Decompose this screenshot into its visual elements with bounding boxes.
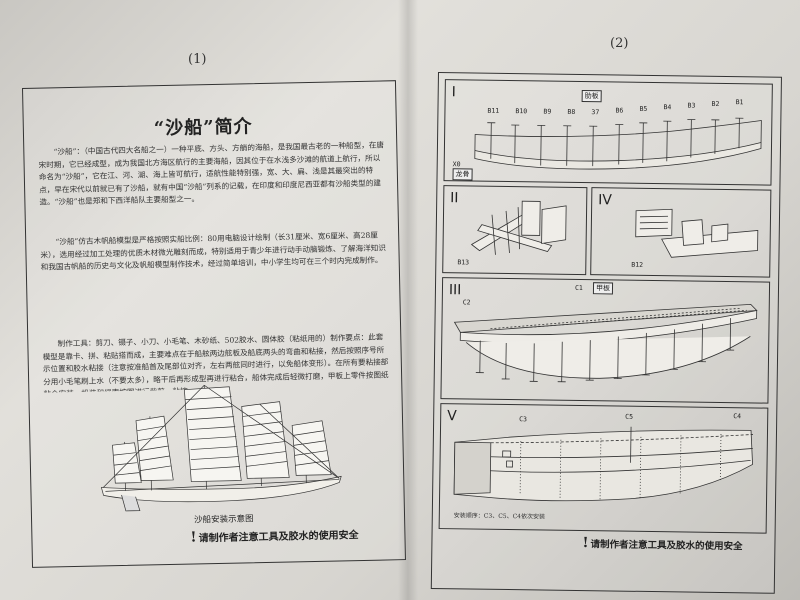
intro-paragraph-1: “沙船”：（中国古代四大名船之一）一种平底、方头、方艄的海船，是我国最古老的一种… <box>38 140 385 208</box>
junk-ship-illustration <box>100 384 342 512</box>
step-1-numeral: I <box>451 84 456 101</box>
keel-ribs-diagram <box>474 117 762 170</box>
left-safety-warning: !请制作者注意工具及胶水的使用安全 <box>190 526 359 546</box>
label-x0: X0 <box>452 160 461 169</box>
assembly-panel: I 肋板 B1 B2 B3 B4 B5 B6 37 B8 B9 B10 B11 … <box>430 72 782 594</box>
label-b4: B4 <box>663 103 672 112</box>
label-37: 37 <box>591 108 600 117</box>
label-b8: B8 <box>567 107 576 116</box>
step-5-box: V C3 C5 C4 安装顺序：C3、C5、C4依次安装 <box>438 403 769 534</box>
step-4-box: IV B12 <box>590 187 772 278</box>
step-2-diagram <box>470 200 567 255</box>
exclamation-icon-right: ! <box>582 535 589 552</box>
left-warning-text: 请制作者注意工具及胶水的使用安全 <box>198 530 359 545</box>
right-warning-text: 请制作者注意工具及胶水的使用安全 <box>590 539 743 553</box>
step-2-numeral: II <box>450 190 459 207</box>
label-c5: C5 <box>625 412 634 421</box>
exclamation-icon: ! <box>190 529 197 546</box>
step-1-box: I 肋板 B1 B2 B3 B4 B5 B6 37 B8 B9 B10 B11 … <box>443 79 773 186</box>
label-b9: B9 <box>543 107 552 116</box>
left-page-number: (1) <box>188 52 207 67</box>
step-1-tag: 肋板 <box>581 90 602 103</box>
diagram-caption: 沙船安装示意图 <box>193 514 254 526</box>
intro-title: “沙船”简介 <box>153 116 253 140</box>
label-b2: B2 <box>711 99 720 108</box>
intro-paragraph-2: “沙船”仿古木帆船模型是严格按照实船比例：80用电脑设计绘制（长31厘米、宽6厘… <box>40 230 387 272</box>
intro-panel: “沙船”简介 “沙船”：（中国古代四大名船之一）一种平底、方头、方艄的海船，是我… <box>22 80 406 568</box>
label-c1: C1 <box>574 283 583 293</box>
label-b5: B5 <box>639 104 648 113</box>
label-b1: B1 <box>735 98 744 107</box>
hull-planking-diagram <box>453 426 753 502</box>
deck-assembly-diagram <box>453 303 758 383</box>
label-b3: B3 <box>687 101 696 110</box>
step-2-box: II B13 <box>442 185 588 276</box>
label-b6: B6 <box>615 106 624 115</box>
label-c4: C4 <box>733 412 742 421</box>
right-safety-warning: !请制作者注意工具及胶水的使用安全 <box>582 535 742 553</box>
deck-tag: 甲板 <box>592 282 614 295</box>
step-3-box: III C1 甲板 C2 <box>440 277 771 404</box>
assembly-order-note: 安装顺序：C3、C5、C4依次安装 <box>453 512 546 521</box>
right-page-number: (2) <box>610 36 629 51</box>
step-4-numeral: IV <box>598 192 613 209</box>
label-b11: B11 <box>487 106 500 115</box>
label-b10: B10 <box>515 107 528 116</box>
step-4-diagram <box>635 208 759 258</box>
label-b12: B12 <box>631 260 644 269</box>
page-fold <box>398 0 418 600</box>
